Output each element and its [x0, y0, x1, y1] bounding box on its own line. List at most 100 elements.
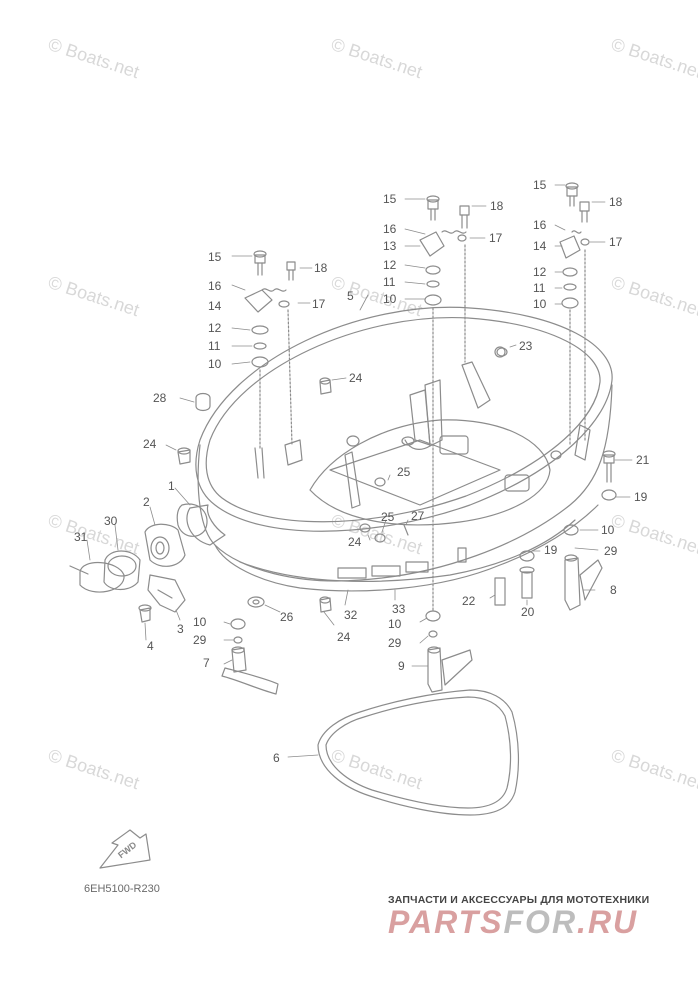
bracket-9 [427, 647, 443, 693]
label-strip [371, 565, 401, 577]
brand-tagline: ЗАПЧАСТИ И АКСЕССУАРЫ ДЛЯ МОТОТЕХНИКИ [388, 894, 650, 906]
callout-26: 26 [280, 610, 294, 624]
part-20 [521, 571, 533, 599]
grommet-28 [195, 392, 211, 412]
fastener-stack-right [559, 182, 590, 446]
callout-14: 14 [208, 299, 222, 313]
callout-24: 24 [348, 535, 362, 549]
callout-12: 12 [533, 265, 547, 279]
cowling-nose [186, 504, 226, 546]
callout-29: 29 [388, 636, 402, 650]
part-26 [247, 596, 265, 608]
bracket-9-lever [441, 649, 473, 686]
inner-window [439, 435, 469, 455]
grommet-2 [144, 523, 186, 567]
screw-4 [139, 607, 151, 623]
callout-19: 19 [634, 490, 648, 504]
callout-14: 14 [533, 239, 547, 253]
brand-logo[interactable]: PARTSFOR.RU [388, 904, 638, 941]
callout-13: 13 [383, 239, 397, 253]
brand-logo-part2: FOR [503, 904, 578, 940]
callout-18: 18 [609, 195, 623, 209]
fastener-stack-left [244, 250, 296, 449]
callout-21: 21 [636, 453, 650, 467]
callout-15: 15 [208, 250, 222, 264]
bracket-8 [564, 557, 581, 611]
callout-2: 2 [143, 495, 150, 509]
plate-3 [147, 574, 186, 613]
left-boss [284, 439, 303, 466]
callout-12: 12 [383, 258, 397, 272]
callout-24: 24 [337, 630, 351, 644]
callout-1: 1 [168, 479, 175, 493]
cowling-skirt [214, 504, 599, 592]
cowling-base-line [239, 519, 576, 582]
callout-29: 29 [604, 544, 618, 558]
callout-25: 25 [381, 510, 395, 524]
callout-15: 15 [533, 178, 547, 192]
inner-floor [309, 419, 551, 526]
center-bracket-rear [461, 361, 491, 409]
callout-10: 10 [208, 357, 222, 371]
callout-29: 29 [193, 633, 207, 647]
callout-16: 16 [208, 279, 222, 293]
fastener-stack-center [419, 195, 470, 613]
callout-16: 16 [533, 218, 547, 232]
callout-7: 7 [203, 656, 210, 670]
callout-10: 10 [383, 292, 397, 306]
seal-1 [176, 503, 208, 537]
callout-33: 33 [392, 602, 406, 616]
callout-17: 17 [609, 235, 623, 249]
callout-11: 11 [383, 275, 396, 289]
callout-4: 4 [147, 639, 154, 653]
callout-5: 5 [347, 289, 354, 303]
callout-11: 11 [208, 339, 221, 353]
callout-10: 10 [193, 615, 207, 629]
callout-28: 28 [153, 391, 167, 405]
grommet-24b [177, 449, 191, 465]
brand-logo-part3: .RU [577, 904, 639, 940]
callout-23: 23 [519, 339, 533, 353]
cowling-body [197, 384, 613, 582]
callout-17: 17 [312, 297, 326, 311]
clamp-31 [79, 561, 125, 593]
callout-25: 25 [397, 465, 411, 479]
callout-17: 17 [489, 231, 503, 245]
callout-6: 6 [273, 751, 280, 765]
drawing-code: 6EH5100-R230 [84, 883, 160, 895]
cowling-rim-outer [195, 306, 613, 532]
callout-24: 24 [143, 437, 157, 451]
fwd-arrow-icon [99, 829, 151, 869]
inner-deck [329, 439, 501, 506]
callout-12: 12 [208, 321, 222, 335]
inner-window [504, 474, 530, 492]
callout-11: 11 [533, 281, 546, 295]
bracket-7-lever [221, 667, 279, 695]
callout-19: 19 [544, 543, 558, 557]
callout-31: 31 [74, 530, 88, 544]
callout-10: 10 [388, 617, 402, 631]
callout-24: 24 [349, 371, 363, 385]
callout-10: 10 [533, 297, 547, 311]
brand-logo-part1: PARTS [388, 904, 504, 940]
callout-3: 3 [177, 622, 184, 636]
callout-8: 8 [610, 583, 617, 597]
label-strip [337, 567, 367, 579]
callout-18: 18 [490, 199, 504, 213]
callout-18: 18 [314, 261, 328, 275]
callout-30: 30 [104, 514, 118, 528]
cowling-rim-inner [205, 316, 601, 523]
callout-10: 10 [601, 523, 615, 537]
callout-15: 15 [383, 192, 397, 206]
callout-27: 27 [411, 509, 425, 523]
callout-22: 22 [462, 594, 476, 608]
grommet-24 [319, 379, 332, 395]
callout-9: 9 [398, 659, 405, 673]
callout-20: 20 [521, 605, 535, 619]
callout-32: 32 [344, 608, 358, 622]
center-bracket [409, 389, 431, 446]
bracket-8-lever [579, 559, 603, 601]
sleeve-30 [103, 550, 141, 591]
bracket-7 [231, 647, 247, 673]
